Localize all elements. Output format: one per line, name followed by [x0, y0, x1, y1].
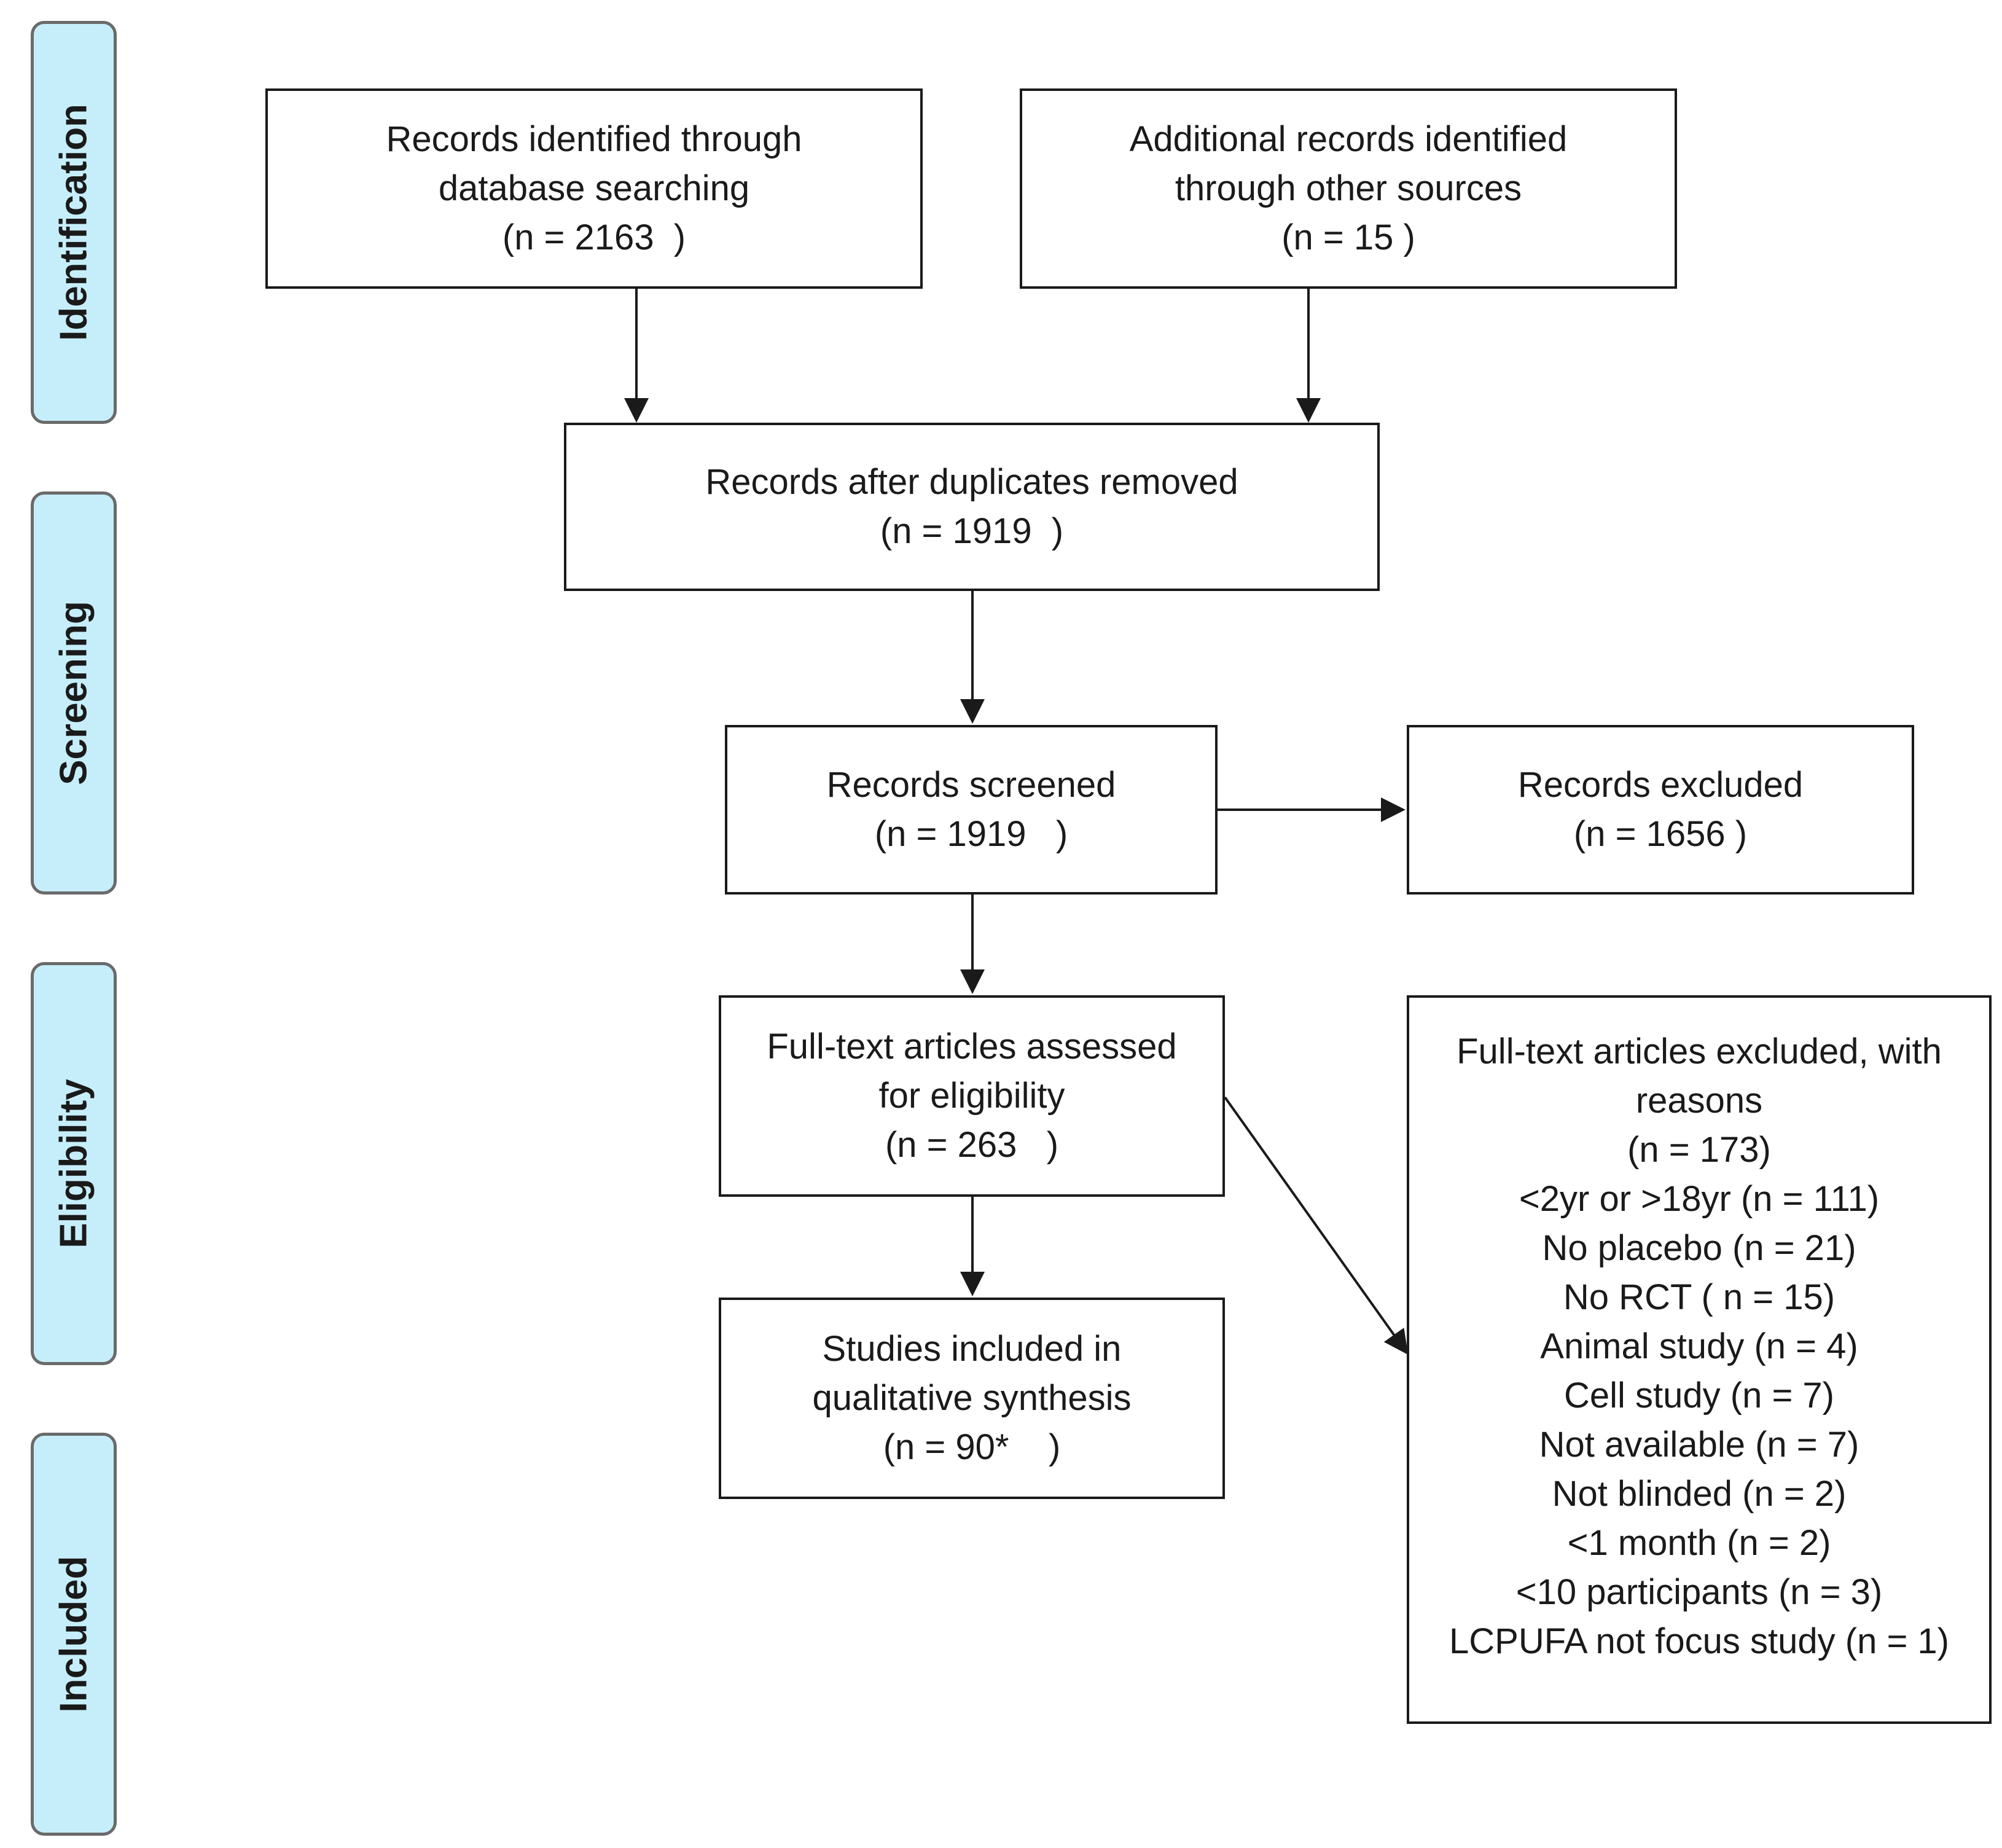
- exclusion-reason: <1 month (n = 2): [1567, 1523, 1831, 1563]
- box-fulltext-assessed: Full-text articles assessed for eligibil…: [719, 995, 1225, 1197]
- exclusion-reason: Cell study (n = 7): [1563, 1376, 1834, 1415]
- box-included-line2: qualitative synthesis: [812, 1378, 1132, 1418]
- exclusion-reason: Not available (n = 7): [1539, 1425, 1859, 1465]
- stage-screening: Screening: [31, 491, 117, 895]
- stage-included: Included: [31, 1433, 117, 1836]
- stage-identification: Identification: [31, 21, 117, 424]
- box-included-count: (n = 90* ): [883, 1427, 1061, 1467]
- exclusion-reason: LCPUFA not focus study (n = 1): [1449, 1621, 1949, 1661]
- box-screened-line1: Records screened: [826, 765, 1116, 805]
- box-other-sources: Additional records identified through ot…: [1020, 88, 1677, 289]
- box-fulltext-line1: Full-text articles assessed: [767, 1027, 1177, 1067]
- exclusion-reason: No RCT ( n = 15): [1563, 1277, 1836, 1317]
- box-database-records: Records identified through database sear…: [265, 88, 923, 289]
- exclusion-reason: <2yr or >18yr (n = 111): [1519, 1179, 1880, 1219]
- box-screened-count: (n = 1919 ): [874, 814, 1068, 854]
- box-studies-included: Studies included in qualitative synthesi…: [719, 1298, 1225, 1499]
- box-database-line1: Records identified through: [386, 119, 802, 159]
- box-fulltext-excluded: Full-text articles excluded, with reason…: [1407, 995, 1992, 1724]
- box-excluded-line1: Records excluded: [1517, 765, 1804, 805]
- box-other-line1: Additional records identified: [1129, 119, 1568, 159]
- box-database-line2: database searching: [438, 168, 750, 208]
- box-excluded-count: (n = 1656 ): [1573, 814, 1748, 854]
- exclusion-reason: Not blinded (n = 2): [1552, 1474, 1847, 1514]
- box-records-excluded: Records excluded (n = 1656 ): [1407, 725, 1914, 895]
- box-included-line1: Studies included in: [822, 1329, 1122, 1369]
- box-duplicates-line1: Records after duplicates removed: [705, 462, 1238, 502]
- box-fulltext-count: (n = 263 ): [885, 1125, 1059, 1165]
- box-fulltext-line2: for eligibility: [878, 1076, 1065, 1116]
- box-duplicates-count: (n = 1919 ): [880, 511, 1064, 551]
- stage-eligibility-label: Eligibility: [52, 1079, 95, 1248]
- exclusion-reason: Animal study (n = 4): [1540, 1326, 1858, 1366]
- box-duplicates-removed: Records after duplicates removed (n = 19…: [564, 423, 1380, 591]
- exclusion-reason: No placebo (n = 21): [1542, 1228, 1856, 1268]
- box-records-screened: Records screened (n = 1919 ): [725, 725, 1218, 895]
- arrow-fulltext-to-excluded-reasons: [1224, 1096, 1409, 1355]
- stage-eligibility: Eligibility: [31, 962, 117, 1365]
- box-database-count: (n = 2163 ): [502, 217, 686, 257]
- box-other-count: (n = 15 ): [1281, 217, 1415, 257]
- stage-identification-label: Identification: [52, 104, 95, 341]
- exclusion-reason: <10 participants (n = 3): [1515, 1572, 1883, 1612]
- stage-included-label: Included: [52, 1556, 95, 1713]
- box-other-line2: through other sources: [1175, 168, 1522, 208]
- box-fulltext-excluded-line1: Full-text articles excluded, with: [1457, 1032, 1942, 1071]
- box-fulltext-excluded-count: (n = 173): [1627, 1130, 1771, 1170]
- stage-screening-label: Screening: [52, 601, 95, 785]
- box-fulltext-excluded-line2: reasons: [1635, 1081, 1763, 1121]
